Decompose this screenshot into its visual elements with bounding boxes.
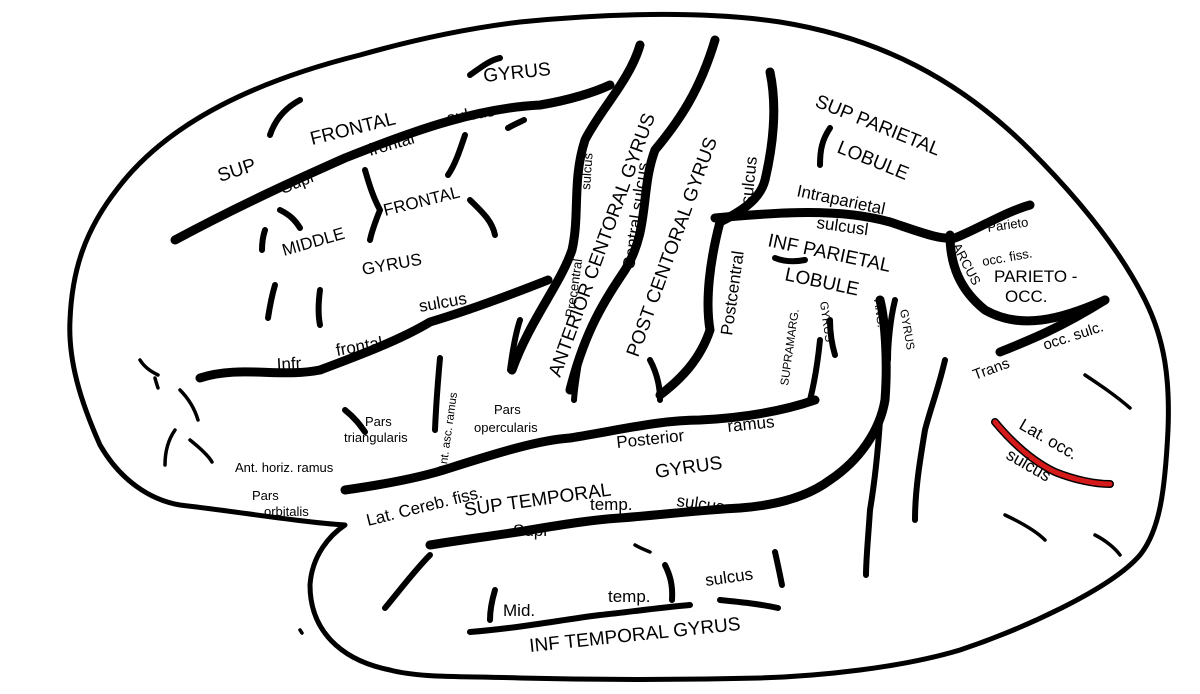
label-parieto-occ-1: PARIETO - — [994, 267, 1077, 286]
inferior-frontal-sulcus — [195, 275, 553, 383]
label-pars-operc-2: opercularis — [474, 420, 538, 435]
label-ramus: ramus — [726, 412, 775, 436]
label-parieto: Parieto — [986, 214, 1029, 235]
parieto-occipital-fissure — [945, 230, 1110, 326]
label-mid: Mid. — [503, 601, 535, 620]
superior-frontal-sulcus — [170, 80, 615, 245]
label-sulcus-c: sulcus — [578, 152, 596, 190]
major-sulci — [170, 35, 1110, 635]
brain-outline — [67, 11, 1171, 682]
label-pars-orb-2: orbitalis — [264, 504, 309, 519]
superior-temporal-sulcus — [425, 295, 891, 550]
label-sulcus-pc: sulcus — [737, 156, 761, 206]
label-temp-1: temp. — [590, 495, 633, 514]
label-pars-tri-1: Pars — [365, 414, 392, 429]
label-pars-orb-1: Pars — [252, 488, 279, 503]
label-parieto-occ-2: OCC. — [1005, 287, 1048, 306]
precentral-sulcus — [507, 40, 645, 375]
label-ang: ANG. — [871, 299, 887, 329]
label-infr: Infr — [276, 354, 302, 374]
middle-temporal-sulcus — [467, 602, 693, 635]
label-pars-operc-1: Pars — [494, 402, 521, 417]
intraparietal-sulcus — [710, 200, 1035, 243]
label-pars-tri-2: triangularis — [344, 430, 408, 445]
minor-sulci — [138, 55, 1132, 635]
lateral-cerebral-fissure — [340, 395, 820, 495]
label-ant-horiz-ramus: Ant. horiz. ramus — [235, 460, 334, 475]
lateral-occipital-sulcus-red — [992, 419, 1113, 487]
transverse-occipital-sulcus — [995, 295, 1110, 357]
label-temp-2: temp. — [608, 587, 651, 606]
central-sulcus — [565, 35, 720, 395]
label-supr-2: Supr — [513, 521, 549, 540]
label-gyrus-sm: GYRUS — [817, 301, 835, 343]
